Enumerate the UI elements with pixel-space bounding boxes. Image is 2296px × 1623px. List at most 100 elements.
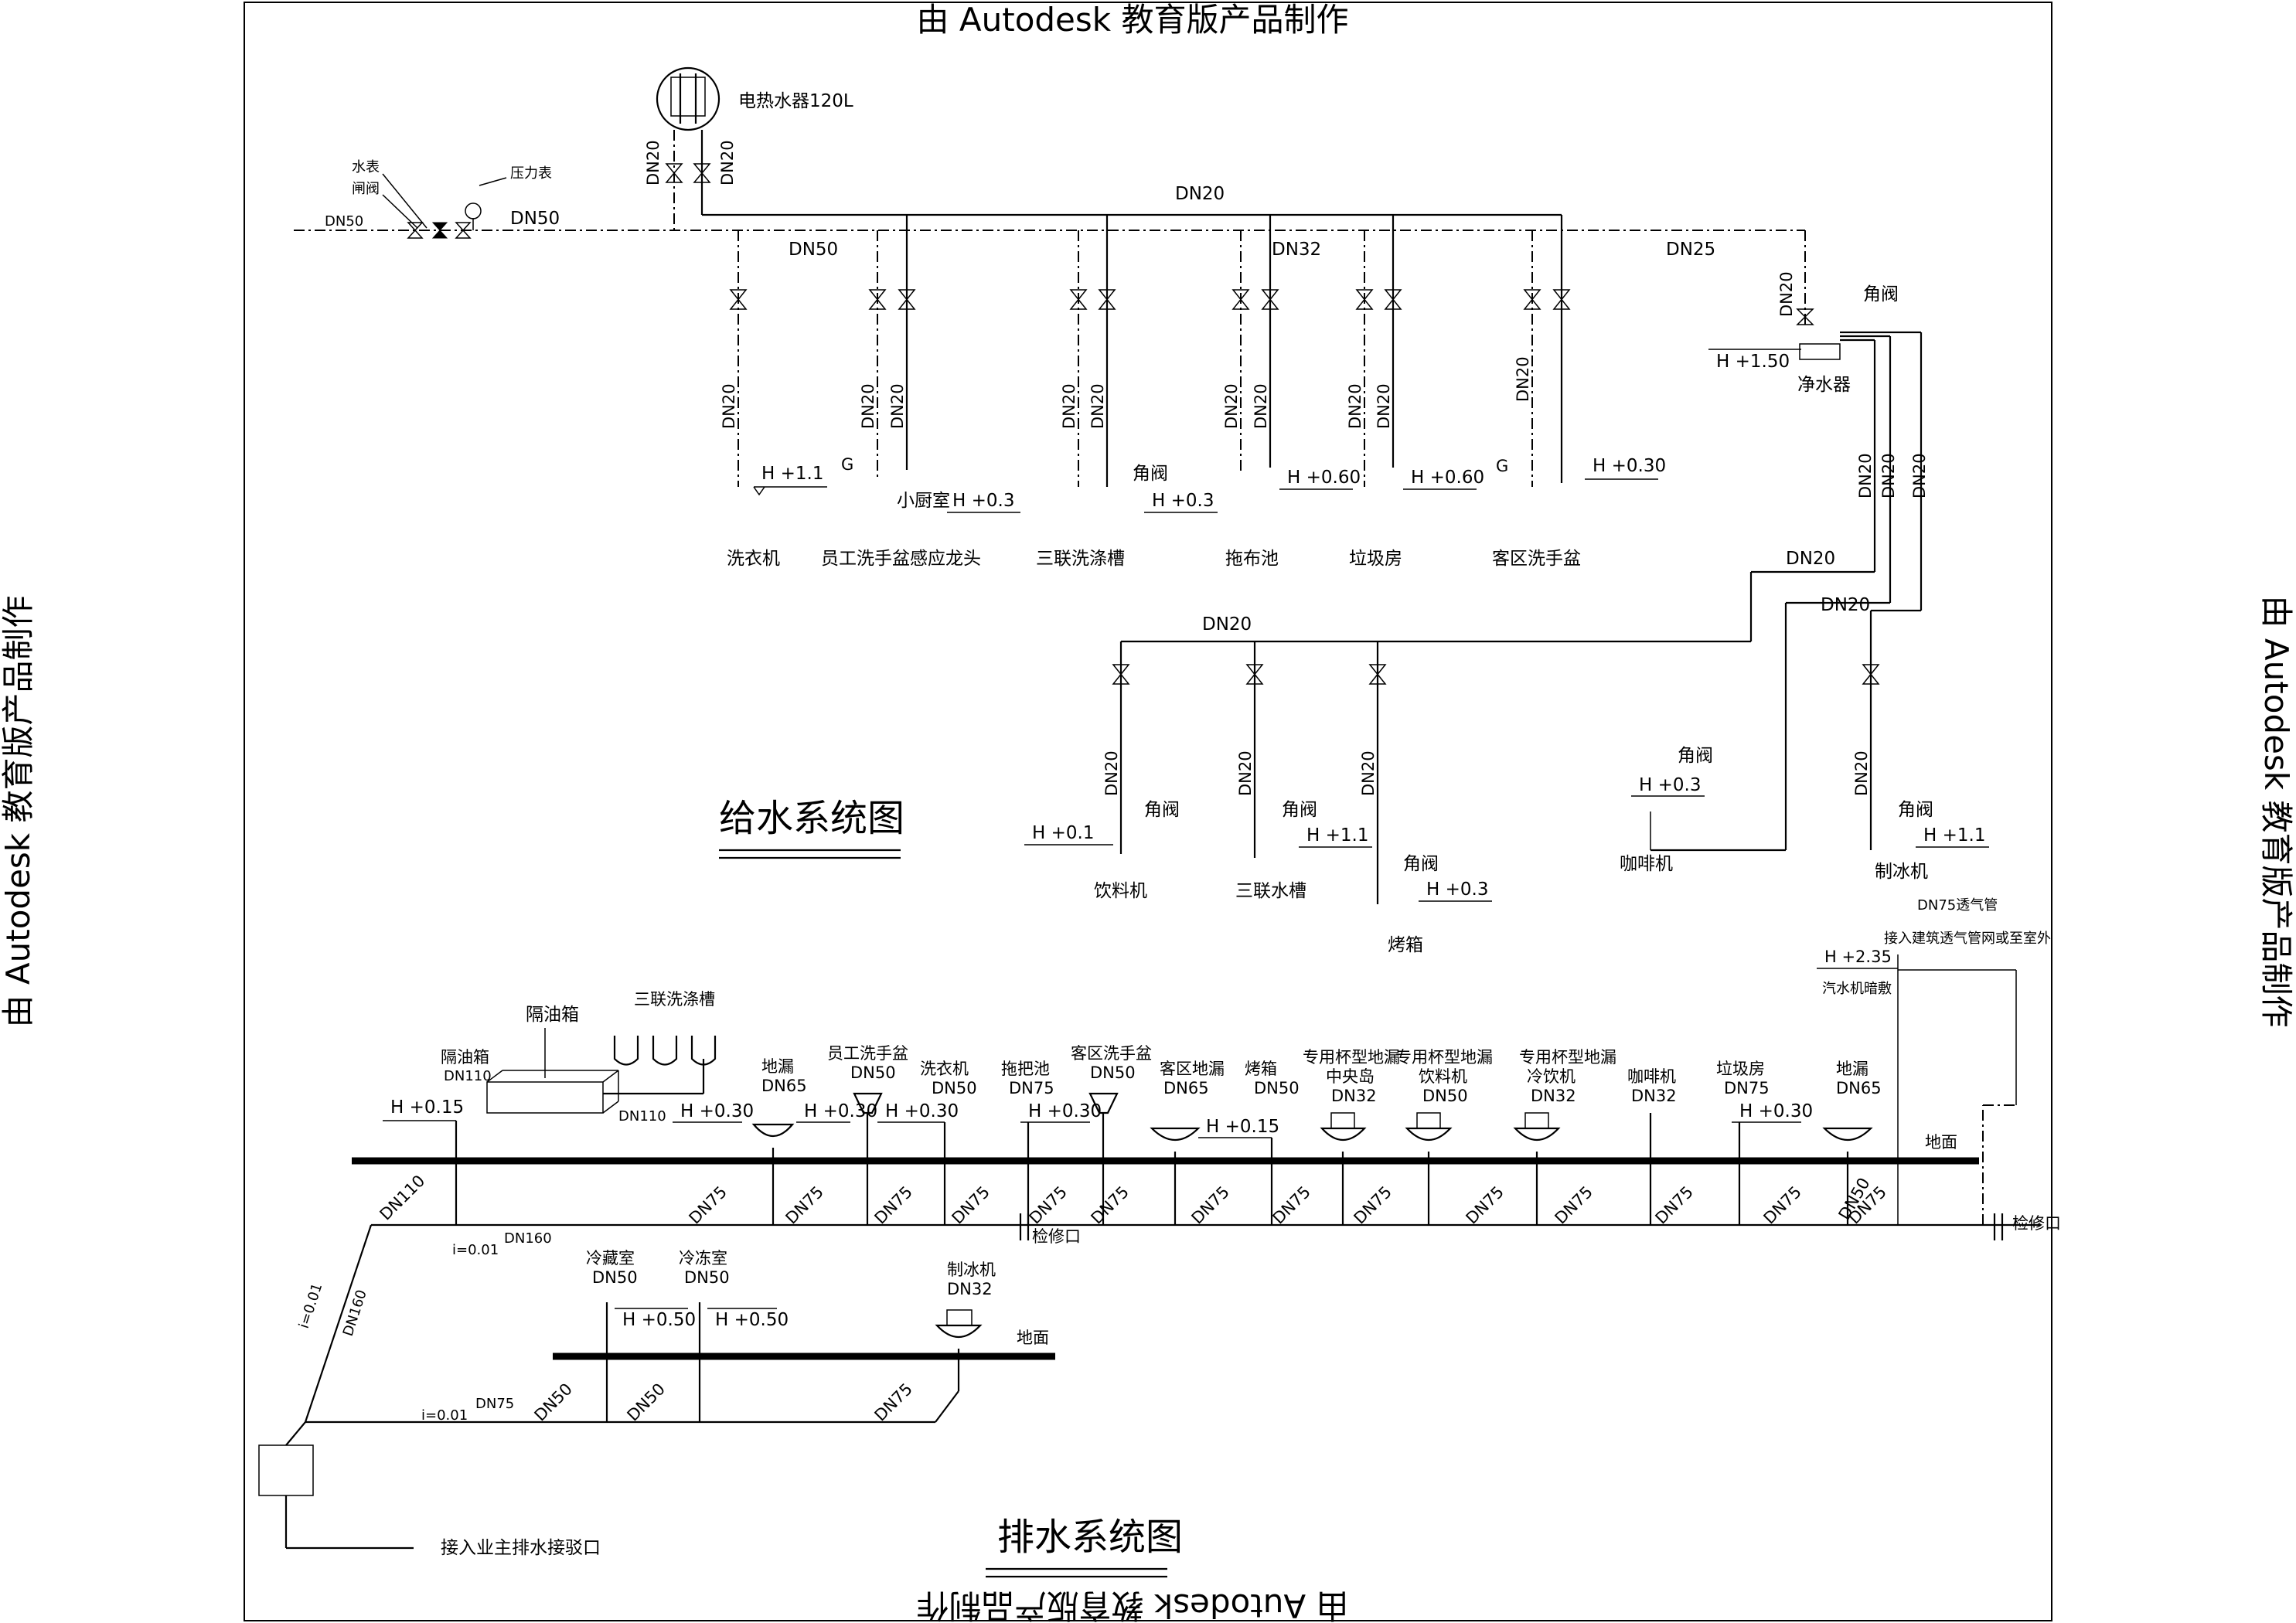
dn20-b4b: DN20 <box>1252 383 1270 429</box>
drawing-frame <box>244 2 2052 1621</box>
fixture-trash-room: 垃圾房 <box>1349 549 1402 569</box>
dn20-purifier: DN20 <box>1777 271 1796 317</box>
hot-main-dn: DN50 <box>789 240 838 260</box>
dn20-l2: DN20 <box>1236 750 1255 796</box>
angle-valve-l1: 角阀 <box>1144 800 1180 820</box>
dn20-route1: DN20 <box>1786 549 1835 569</box>
watermark-top: 由 Autodesk 教育版产品制作 <box>917 1 1349 39</box>
dn32-label: DN32 <box>1272 240 1321 260</box>
drainage-diagram: 地面 地面 接入业主排水接驳口 DN110 DN160 DN160 i=0.01… <box>258 897 2061 1578</box>
h-l3: H +0.3 <box>1426 880 1488 900</box>
d-fx-7: 专用杯型地漏 <box>1303 1048 1400 1067</box>
d-fx-6: 烤箱 <box>1245 1060 1277 1078</box>
d-fx-3-dn: DN75 <box>1009 1079 1054 1097</box>
heater-cold-dn: DN20 <box>644 140 663 185</box>
pipe-dn75-d: DN75 <box>949 1182 993 1227</box>
d-fx-0-dn: DN65 <box>761 1077 807 1095</box>
pipe-dn75-e: DN75 <box>1026 1182 1071 1227</box>
dn20-b5a: DN20 <box>1346 383 1364 429</box>
floor-label-2: 地面 <box>1017 1329 1049 1347</box>
angle-valve-ice: 角阀 <box>1898 800 1933 820</box>
slope-3: i=0.01 <box>421 1407 468 1424</box>
dn20-b1: DN20 <box>720 383 738 429</box>
watermark-left: 由 Autodesk 教育版产品制作 <box>0 596 37 1028</box>
floor-label-1: 地面 <box>1925 1133 1957 1152</box>
dn75-lower: DN75 <box>475 1396 514 1412</box>
dn20-b2b: DN20 <box>888 383 907 429</box>
outlet-label: 接入业主排水接驳口 <box>441 1538 601 1558</box>
pipe-dn75-l: DN75 <box>1652 1182 1697 1227</box>
water-meter-label: 水表 <box>352 159 380 175</box>
pipe-dn75-j: DN75 <box>1463 1182 1507 1227</box>
dn20-b3b: DN20 <box>1088 383 1107 429</box>
d-fx-13: 冷藏室 <box>586 1249 635 1267</box>
lower-dn75: DN75 <box>871 1380 916 1424</box>
watermark-right: 由 Autodesk 教育版产品制作 <box>2257 596 2295 1028</box>
h-b6: H +0.30 <box>1593 456 1666 476</box>
pipe-dn75-f: DN75 <box>1088 1182 1133 1227</box>
d-fx-7-dn: DN32 <box>1331 1087 1377 1105</box>
d-fx-9: 专用杯型地漏 <box>1519 1048 1616 1067</box>
dn20-b3a: DN20 <box>1060 383 1078 429</box>
water-supply-diagram: 电热水器120L DN20 DN20 DN50 DN50 水表 闸阀 压力表 <box>294 66 1989 955</box>
h-purifier: H +1.50 <box>1716 352 1790 372</box>
d-fx-12: 地漏 <box>1836 1060 1868 1078</box>
dn20-p2: DN20 <box>1879 453 1898 498</box>
dn160-vert: DN160 <box>340 1288 370 1338</box>
oil-box-label2: 隔油箱 <box>441 1048 489 1067</box>
d-fx-9-sub: 冷饮机 <box>1527 1067 1576 1086</box>
d-fx-5-dn: DN65 <box>1163 1079 1209 1097</box>
angle-valve-l2: 角阀 <box>1282 800 1317 820</box>
dn160-pipe: DN160 <box>504 1230 552 1247</box>
d-fx-15-dn: DN32 <box>947 1280 993 1298</box>
dn20-p1: DN20 <box>1856 453 1875 498</box>
d-fx-12-dn: DN65 <box>1836 1079 1882 1097</box>
fixture-triple-sink: 三联洗涤槽 <box>1036 549 1125 569</box>
heater-hot-dn: DN20 <box>718 140 737 185</box>
angle-valve-purifier: 角阀 <box>1863 284 1899 305</box>
slope-1: i=0.01 <box>452 1242 499 1258</box>
purifier-icon <box>1799 343 1841 360</box>
hot-line-dn: DN20 <box>1175 184 1225 204</box>
d-fx-8: 专用杯型地漏 <box>1395 1048 1493 1067</box>
d-fx-3: 拖把池 <box>1001 1060 1050 1078</box>
inlet-dn: DN50 <box>325 213 363 230</box>
slope-2: i=0.01 <box>296 1281 326 1331</box>
h050-13: H +0.50 <box>622 1310 696 1330</box>
dn20-p3: DN20 <box>1910 453 1929 498</box>
dn110-pipe: DN110 <box>376 1172 429 1224</box>
fixture-beverage: 饮料机 <box>1094 881 1147 901</box>
h030-0: H +0.30 <box>680 1101 754 1121</box>
pipe-dn75-k: DN75 <box>1552 1182 1596 1227</box>
d-fx-13-dn: DN50 <box>592 1268 638 1287</box>
fixture-mop-sink: 拖布池 <box>1225 549 1279 569</box>
g-b2: G <box>841 455 853 474</box>
h-b4: H +0.60 <box>1287 468 1361 488</box>
gate-valve-icon <box>665 163 711 183</box>
vent-label: DN75透气管 <box>1917 897 1998 914</box>
h-ice: H +1.1 <box>1923 825 1985 846</box>
d-fx-1: 员工洗手盆 <box>827 1044 908 1063</box>
fixture-guest-basin: 客区洗手盆 <box>1492 549 1581 569</box>
dn20-l1: DN20 <box>1102 750 1121 796</box>
pipe-dn75-g: DN75 <box>1188 1182 1233 1227</box>
lower-dn50-b: DN50 <box>624 1380 669 1424</box>
h-l1: H +0.1 <box>1032 823 1094 843</box>
pipe-dn75-b: DN75 <box>782 1182 827 1227</box>
h-b3: H +0.3 <box>1152 491 1214 511</box>
dn25-label: DN25 <box>1666 240 1715 260</box>
g-b6: G <box>1496 457 1508 475</box>
d-fx-8-sub: 饮料机 <box>1419 1067 1467 1086</box>
h-b1: H +1.1 <box>761 464 823 484</box>
check-label-1: 检修口 <box>1032 1227 1081 1246</box>
d-fx-14-dn: DN50 <box>684 1268 730 1287</box>
drain-fixture-row: 地漏 DN65 H +0.30 员工洗手盆 DN50 H +0.30 洗衣机 D… <box>673 1044 1882 1225</box>
pipe-dn75-a: DN75 <box>686 1182 731 1227</box>
drain-outlet-box <box>258 1444 314 1496</box>
d-fx-9-dn: DN32 <box>1531 1087 1576 1105</box>
d-fx-2: 洗衣机 <box>920 1060 969 1078</box>
d-fx-4-dn: DN50 <box>1090 1063 1136 1082</box>
oil-interceptor-icon <box>486 1081 604 1114</box>
pressure-gauge-icon <box>465 202 482 230</box>
fixture-coffee: 咖啡机 <box>1620 854 1673 874</box>
